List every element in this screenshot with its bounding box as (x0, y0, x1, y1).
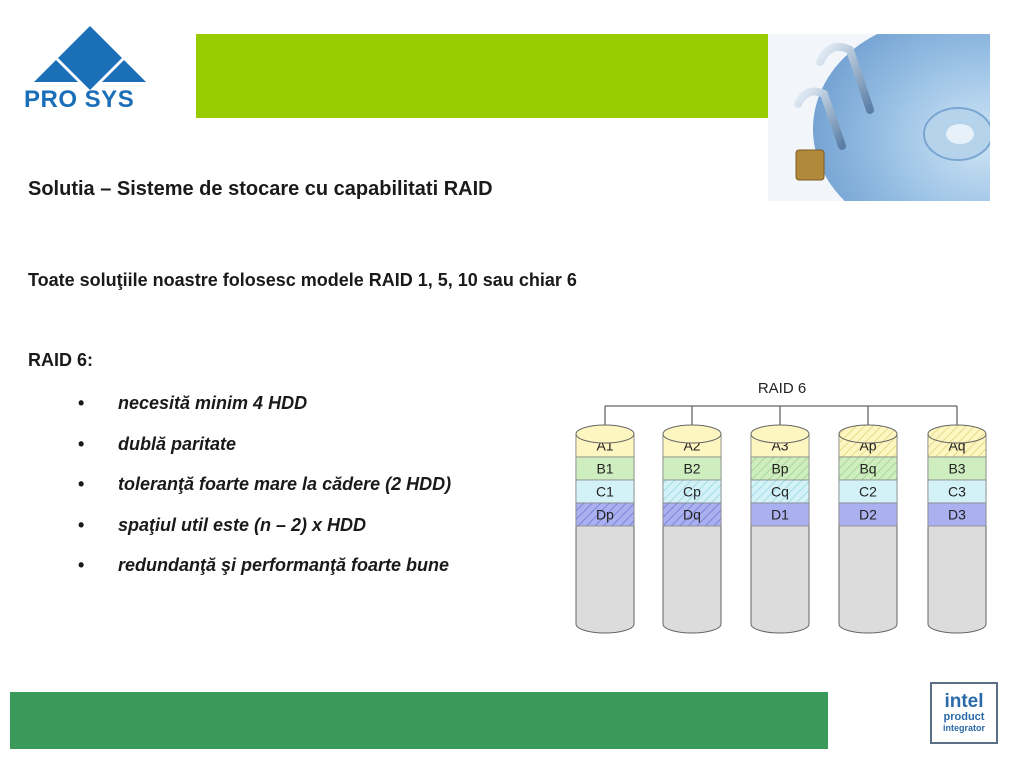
badge-line-3: integrator (942, 722, 985, 733)
bullet-icon: • (78, 433, 85, 454)
bullet-item: • spaţiul util este (n – 2) x HDD (78, 513, 451, 554)
bullet-text: necesită minim 4 HDD (118, 393, 308, 413)
disk-top (662, 424, 722, 444)
block-label: C2 (859, 484, 877, 500)
bullet-item: • dublă paritate (78, 432, 451, 473)
raid-6-diagram: RAID 6 A1B1C1DpA2B2CpDqA3BpCqD1ApBqC2D2A… (575, 380, 987, 634)
bullet-icon: • (78, 474, 85, 494)
disk-top (927, 424, 987, 444)
bullet-item: • redundanţă şi performanţă foarte bune (78, 553, 451, 594)
footer-band (10, 692, 828, 749)
block-label: Dq (683, 507, 701, 523)
block-label: B3 (948, 461, 965, 477)
block-label: D1 (771, 507, 789, 523)
disk-block (927, 502, 987, 527)
pro-sys-logo (34, 26, 146, 90)
block-label: D2 (859, 507, 877, 523)
logo-text: PRO SYS (24, 86, 135, 113)
diagram-title: RAID 6 (758, 380, 806, 397)
header-band (196, 34, 768, 118)
disk-block (750, 502, 810, 527)
disk-block (838, 502, 898, 527)
bullet-icon: • (78, 393, 85, 413)
bullet-item: • toleranţă foarte mare la cădere (2 HDD) (78, 472, 451, 513)
bullet-icon: • (78, 514, 85, 535)
security-disc-image (768, 34, 990, 201)
bullet-icon: • (78, 555, 85, 575)
bullet-item: • necesită minim 4 HDD (78, 391, 451, 432)
block-label: Bp (771, 461, 788, 477)
raid-6-bullet-list: • necesită minim 4 HDD • dublă paritate • t… (78, 391, 451, 594)
slide-title: Solutia – Sisteme de stocare cu capabili… (28, 178, 493, 200)
disk-block (575, 502, 635, 527)
block-label: B2 (683, 461, 700, 477)
badge-line-2: product (943, 710, 985, 723)
block-label: Bq (859, 461, 876, 477)
raid-6-label: RAID 6: (28, 350, 94, 370)
disk-top (575, 424, 635, 444)
badge-line-1: intel (944, 690, 984, 712)
block-label: B1 (596, 461, 613, 477)
intel-product-integrator-badge: intel product integrator (930, 682, 998, 744)
bullet-text: spaţiul util este (n – 2) x HDD (118, 514, 367, 535)
block-label: Dp (596, 507, 614, 523)
bullet-text: toleranţă foarte mare la cădere (2 HDD) (118, 474, 452, 494)
block-label: Cq (771, 484, 789, 500)
slide-subtitle: Toate soluţiile noastre folosesc modele … (28, 270, 577, 290)
block-label: C3 (948, 484, 966, 500)
bullet-text: redundanţă şi performanţă foarte bune (118, 555, 450, 575)
block-label: D3 (948, 507, 966, 523)
bullet-text: dublă paritate (118, 433, 237, 454)
disk-block (662, 502, 722, 527)
block-label: C1 (596, 484, 614, 500)
disk-top (838, 424, 898, 444)
disk-top (750, 424, 810, 444)
block-label: Cp (683, 484, 701, 500)
